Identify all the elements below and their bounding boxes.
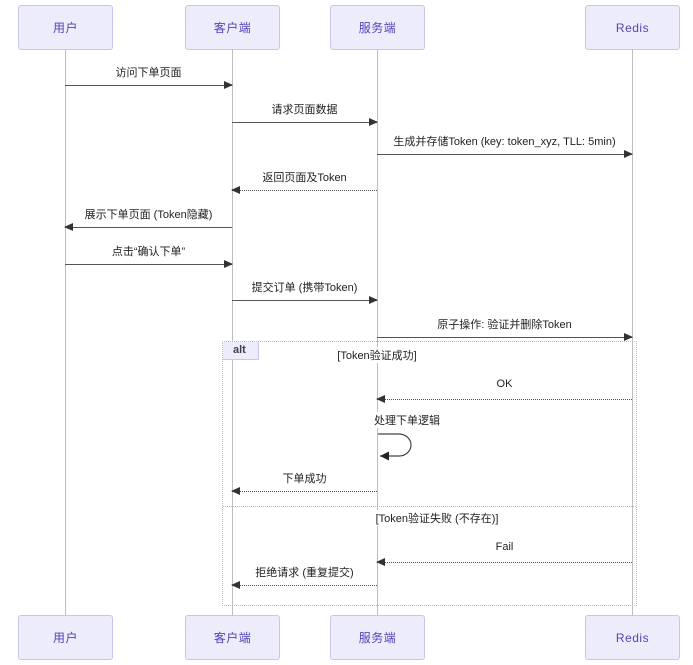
participant-server-top[interactable]: 服务端 (330, 5, 425, 50)
participant-label: Redis (615, 20, 650, 35)
alt-fragment: alt (222, 341, 637, 606)
message-line (232, 585, 377, 586)
participant-label: 用户 (52, 21, 78, 35)
participant-label: 服务端 (358, 21, 397, 35)
message-label: 原子操作: 验证并删除Token (434, 316, 575, 332)
participant-label: 客户端 (213, 631, 252, 645)
alt-condition-2: [Token验证失败 (不存在)] (372, 510, 502, 526)
participant-label: Redis (615, 630, 650, 645)
message-line (377, 154, 632, 155)
lifeline-client (232, 50, 233, 615)
message-line (65, 264, 232, 265)
message-line (232, 122, 377, 123)
arrowhead-icon (224, 260, 233, 268)
message-label: 展示下单页面 (Token隐藏) (81, 206, 216, 222)
self-message-process-order-logic: 处理下单逻辑 (372, 412, 442, 462)
message-label: Fail (492, 541, 517, 553)
message-line (377, 399, 632, 400)
alt-condition-1: [Token验证成功] (334, 347, 420, 363)
participant-label: 客户端 (213, 21, 252, 35)
message-line (232, 491, 377, 492)
arrowhead-icon (231, 186, 240, 194)
participant-label: 服务端 (358, 631, 397, 645)
message-line (65, 85, 232, 86)
participant-label: 用户 (52, 631, 78, 645)
message-label: 访问下单页面 (112, 64, 185, 80)
participant-redis-top[interactable]: Redis (585, 5, 680, 50)
message-label: 请求页面数据 (268, 101, 341, 117)
participant-user-bottom[interactable]: 用户 (18, 615, 113, 660)
lifeline-user (65, 50, 66, 615)
message-line (232, 300, 377, 301)
arrowhead-icon (231, 487, 240, 495)
message-line (65, 227, 232, 228)
message-label: 点击“确认下单” (108, 243, 189, 259)
participant-user-top[interactable]: 用户 (18, 5, 113, 50)
message-label: 处理下单逻辑 (372, 412, 442, 428)
message-label: 提交订单 (携带Token) (248, 279, 361, 295)
alt-fragment-divider (223, 506, 636, 507)
message-label: 生成并存储Token (key: token_xyz, TLL: 5min) (390, 133, 619, 149)
message-line (377, 562, 632, 563)
arrowhead-icon (224, 81, 233, 89)
arrowhead-icon (624, 150, 633, 158)
participant-redis-bottom[interactable]: Redis (585, 615, 680, 660)
alt-fragment-tag: alt (223, 342, 259, 360)
arrowhead-icon (624, 333, 633, 341)
arrowhead-icon (376, 395, 385, 403)
message-label: 拒绝请求 (重复提交) (252, 564, 357, 580)
participant-client-bottom[interactable]: 客户端 (185, 615, 280, 660)
arrowhead-icon (369, 296, 378, 304)
message-line (232, 190, 377, 191)
self-loop-icon (378, 433, 412, 461)
lifeline-redis (632, 50, 633, 615)
participant-server-bottom[interactable]: 服务端 (330, 615, 425, 660)
message-label: OK (493, 378, 516, 390)
message-label: 下单成功 (279, 470, 330, 486)
arrowhead-icon (376, 558, 385, 566)
participant-client-top[interactable]: 客户端 (185, 5, 280, 50)
lifeline-server (377, 50, 378, 615)
message-line (377, 337, 632, 338)
arrowhead-icon (369, 118, 378, 126)
arrowhead-icon (64, 223, 73, 231)
message-label: 返回页面及Token (259, 169, 350, 185)
arrowhead-icon (231, 581, 240, 589)
